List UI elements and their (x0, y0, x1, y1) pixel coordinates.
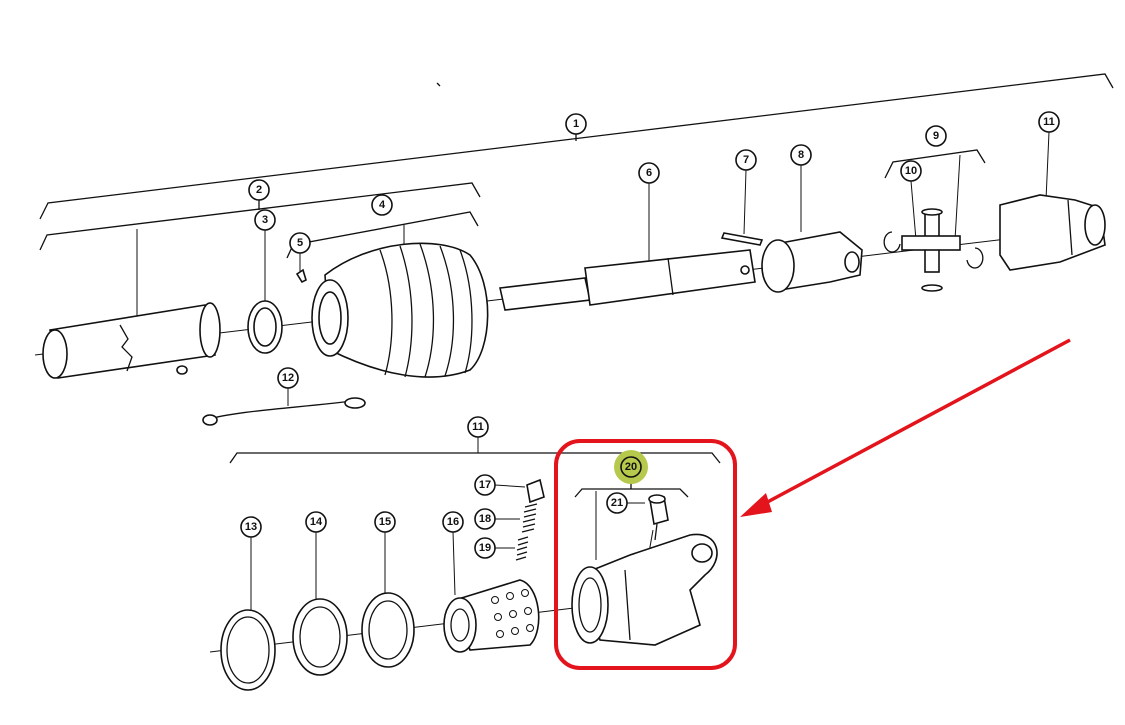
callout-3[interactable]: 3 (254, 209, 276, 231)
bracket-1 (39, 73, 1114, 220)
svg-text:18: 18 (479, 513, 491, 525)
callout-16[interactable]: 16 (442, 511, 464, 533)
pin (720, 232, 764, 246)
callout-18[interactable]: 18 (474, 508, 496, 530)
callout-11[interactable]: 11 (1038, 111, 1060, 133)
callout-7[interactable]: 7 (735, 149, 757, 171)
svg-text:14: 14 (310, 516, 323, 528)
callout-21[interactable]: 21 (606, 492, 628, 514)
callout-6[interactable]: 6 (638, 162, 660, 184)
bracket-9 (884, 149, 986, 179)
circlip (220, 609, 276, 691)
bearing-ring (247, 300, 283, 354)
callout-8[interactable]: 8 (790, 144, 812, 166)
cross-journal (883, 208, 984, 292)
callout-11-lower[interactable]: 11 (467, 416, 489, 438)
svg-text:1: 1 (573, 118, 579, 130)
callout-1[interactable]: 1 (565, 113, 587, 135)
guard-tube (42, 302, 221, 379)
svg-text:11: 11 (472, 421, 484, 433)
shear-collar (443, 579, 540, 653)
callout-10[interactable]: 10 (900, 160, 922, 182)
highlight-box (554, 439, 737, 670)
callout-2[interactable]: 2 (248, 179, 270, 201)
leader-lines (136, 131, 1050, 617)
callout-20[interactable]: 20 (620, 456, 642, 478)
svg-text:13: 13 (245, 521, 257, 533)
svg-text:8: 8 (798, 149, 804, 161)
screw (295, 268, 307, 284)
svg-text:21: 21 (611, 497, 623, 509)
svg-text:10: 10 (905, 165, 917, 177)
red-arrow (740, 338, 1071, 517)
svg-text:16: 16 (447, 516, 459, 528)
svg-text:20: 20 (625, 461, 637, 473)
yoke-part-20 (571, 533, 718, 646)
svg-text:19: 19 (479, 542, 491, 554)
axis-line-bottom (209, 599, 641, 653)
callout-14[interactable]: 14 (305, 511, 327, 533)
callout-5[interactable]: 5 (289, 232, 311, 254)
inner-shaft (499, 249, 756, 311)
locking-pin (526, 478, 545, 504)
outer-yoke (999, 194, 1106, 271)
svg-text:5: 5 (297, 237, 303, 249)
callout-12[interactable]: 12 (277, 367, 299, 389)
callout-19[interactable]: 19 (474, 537, 496, 559)
svg-text:7: 7 (743, 154, 749, 166)
spring-18 (521, 503, 538, 533)
bracket-4 (286, 211, 479, 259)
spring-19 (515, 536, 529, 561)
svg-text:3: 3 (262, 214, 268, 226)
stray-mark (436, 82, 441, 87)
retaining-ring-14 (292, 598, 348, 676)
callout-9[interactable]: 9 (925, 125, 947, 147)
retaining-ring-15 (361, 592, 415, 668)
svg-text:15: 15 (379, 516, 391, 528)
callout-4[interactable]: 4 (371, 194, 393, 216)
svg-text:9: 9 (933, 130, 939, 142)
svg-text:12: 12 (282, 372, 294, 384)
svg-text:2: 2 (256, 184, 262, 196)
svg-text:17: 17 (479, 479, 491, 491)
bracket-20 (574, 488, 689, 498)
svg-text:4: 4 (379, 199, 386, 211)
callout-17[interactable]: 17 (474, 474, 496, 496)
callout-13[interactable]: 13 (240, 516, 262, 538)
safety-chain (202, 397, 366, 426)
svg-text:11: 11 (1043, 116, 1055, 128)
inner-yoke (761, 231, 863, 293)
bracket-11b (229, 452, 721, 464)
guard-cone (311, 242, 489, 378)
callout-15[interactable]: 15 (374, 511, 396, 533)
svg-text:6: 6 (646, 167, 652, 179)
grease-nipple (648, 494, 669, 541)
